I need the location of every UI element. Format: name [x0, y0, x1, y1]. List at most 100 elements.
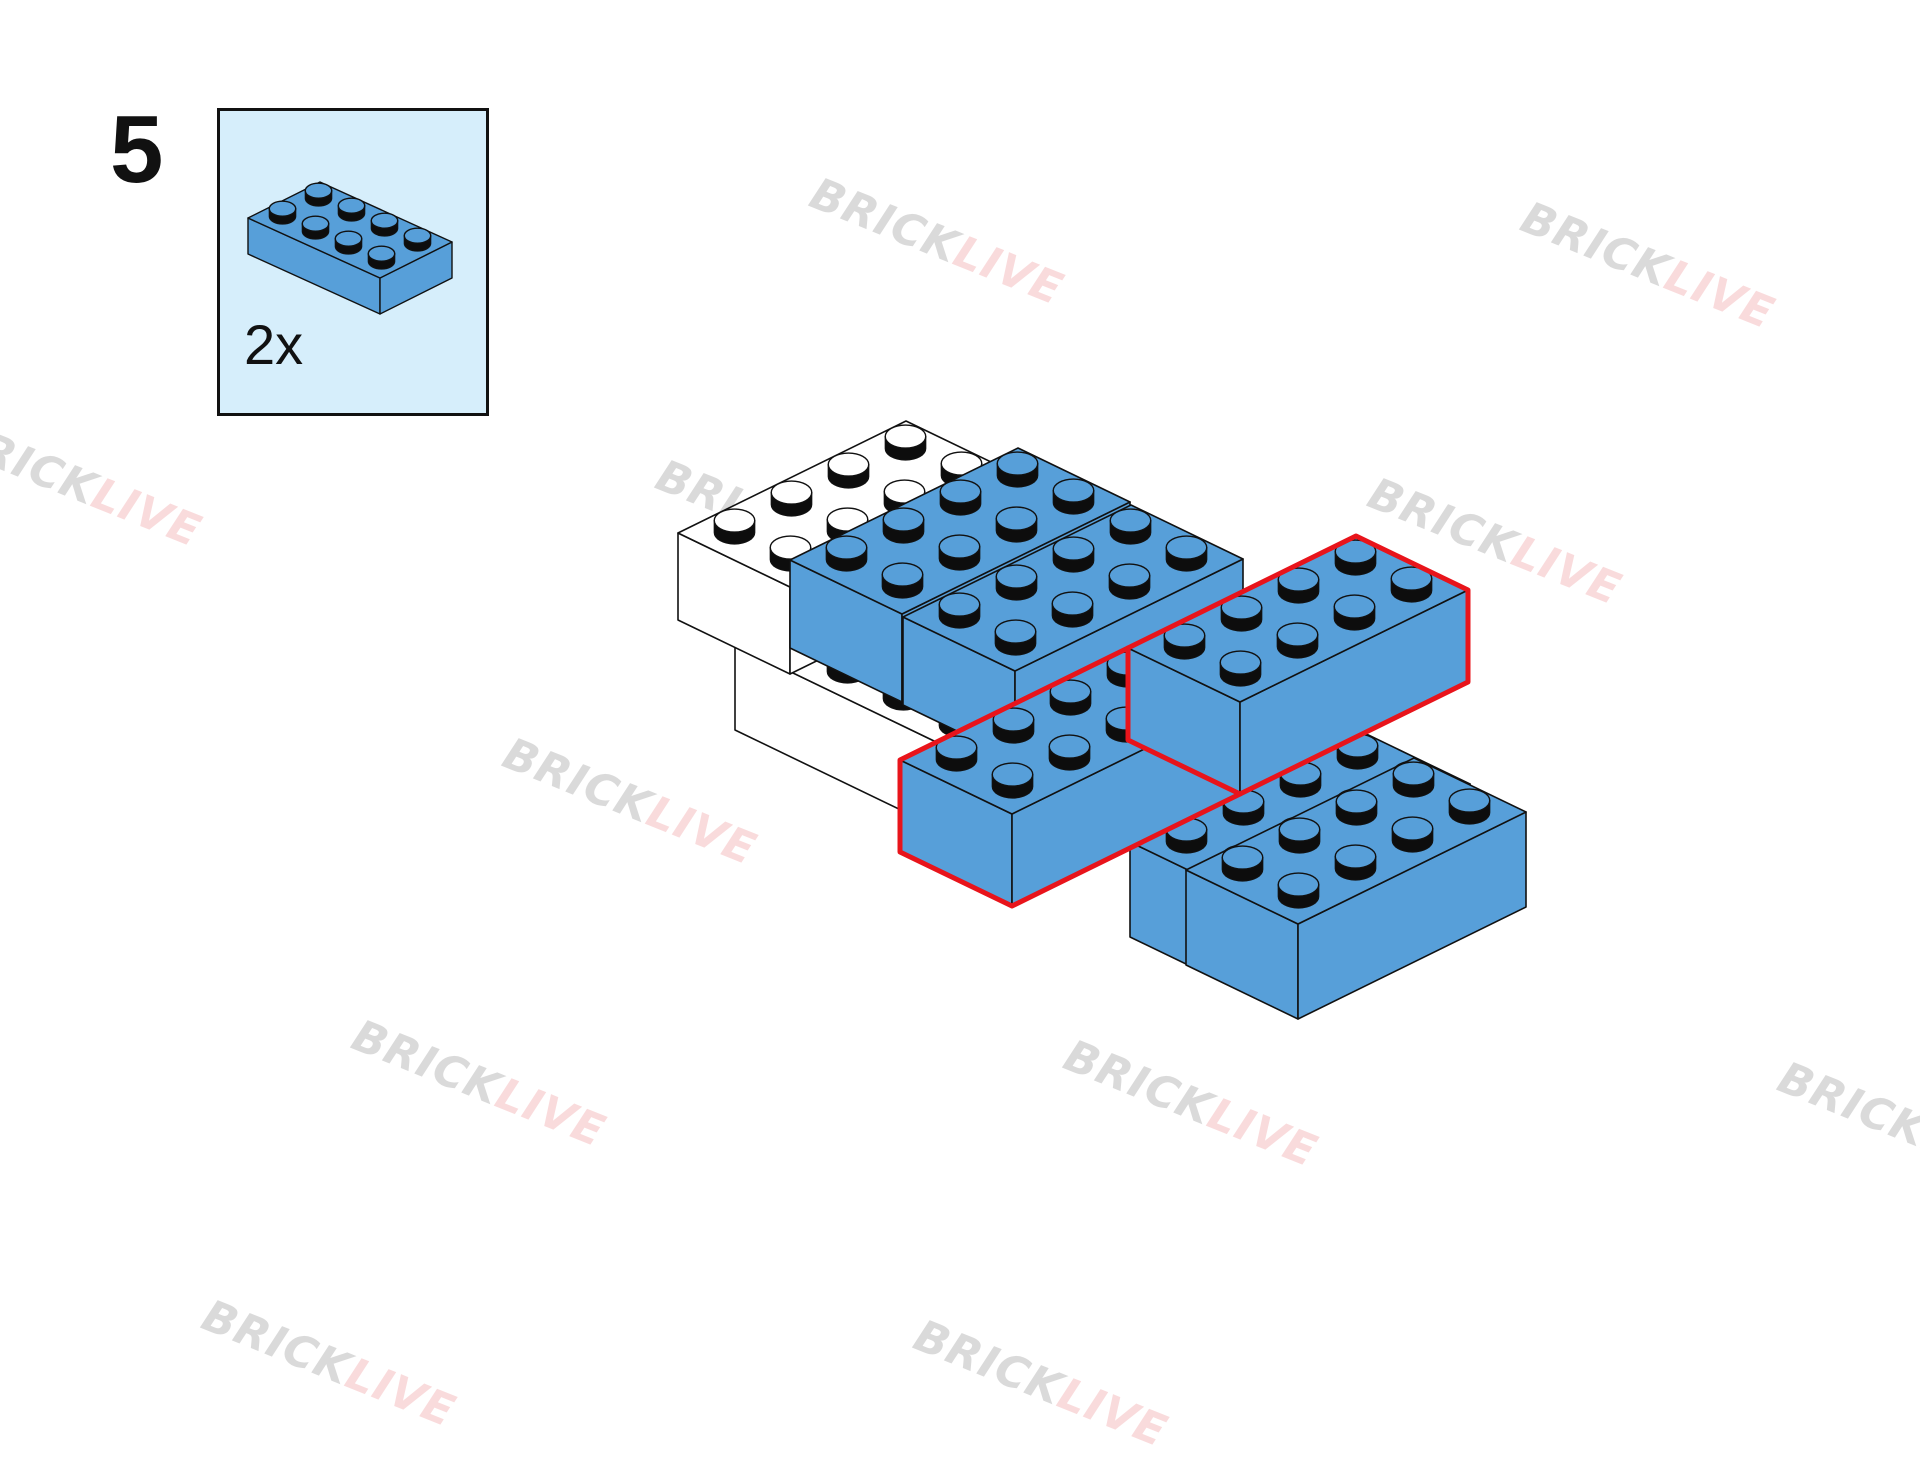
stud	[935, 735, 978, 772]
stud-top	[1052, 536, 1095, 561]
stud	[1048, 734, 1091, 771]
stud	[1051, 591, 1094, 628]
stud-top	[1277, 567, 1320, 592]
stud-top	[935, 735, 978, 760]
stud	[1052, 478, 1095, 515]
stud-top	[938, 534, 981, 559]
stud-top	[994, 619, 1037, 644]
stud-top	[1334, 539, 1377, 564]
stud	[1390, 566, 1433, 603]
stud	[268, 200, 297, 225]
stud	[827, 452, 870, 489]
stud	[1109, 508, 1152, 545]
stud	[882, 507, 925, 544]
brick-top-face	[902, 504, 1244, 672]
stud-top	[370, 212, 399, 229]
stud	[939, 479, 982, 516]
stud-top	[1052, 478, 1095, 503]
stud	[1277, 567, 1320, 604]
stud-top	[334, 230, 363, 247]
stud-top	[938, 592, 981, 617]
brick-top-face	[247, 181, 453, 279]
part-quantity: 2x	[244, 313, 304, 376]
stud	[1221, 845, 1264, 882]
brick-2x4	[247, 181, 453, 315]
stud	[334, 230, 363, 255]
stud-top	[1221, 845, 1264, 870]
stud	[1392, 761, 1435, 798]
new-brick-2	[1125, 533, 1471, 797]
stud-top	[995, 506, 1038, 531]
stud-top	[1334, 844, 1377, 869]
blue-brick-lower-right	[1185, 757, 1527, 1020]
stud	[995, 564, 1038, 601]
stud	[770, 480, 813, 517]
stud-top	[991, 762, 1034, 787]
stud-top	[337, 197, 366, 214]
stud	[1052, 536, 1095, 573]
stud	[1049, 679, 1092, 716]
stud	[1276, 622, 1319, 659]
stud-top	[1390, 566, 1433, 591]
stud	[370, 212, 399, 237]
stud-top	[268, 200, 297, 217]
stud	[996, 451, 1039, 488]
stud-top	[1048, 734, 1091, 759]
stud	[403, 227, 432, 252]
stud	[1334, 844, 1377, 881]
stud-top	[1392, 761, 1435, 786]
stud-top	[1220, 595, 1263, 620]
brick-top-face	[1185, 757, 1527, 925]
stud	[994, 619, 1037, 656]
stud-top	[1051, 591, 1094, 616]
stud-top	[992, 707, 1035, 732]
stud	[1165, 535, 1208, 572]
brick-top-face	[789, 447, 1131, 615]
stud-top	[1165, 535, 1208, 560]
stud-top	[1333, 594, 1376, 619]
stud-top	[1335, 789, 1378, 814]
stud	[304, 182, 333, 207]
stud-top	[882, 507, 925, 532]
stud	[995, 506, 1038, 543]
step-number: 5	[110, 96, 164, 203]
stud	[1108, 563, 1151, 600]
stud-top	[825, 535, 868, 560]
stud-top	[1276, 622, 1319, 647]
stud-top	[1109, 508, 1152, 533]
stud	[938, 534, 981, 571]
stud	[1219, 650, 1262, 687]
stud-top	[367, 245, 396, 262]
stud-top	[1278, 817, 1321, 842]
stud-top	[1448, 788, 1491, 813]
stud	[992, 707, 1035, 744]
stud	[1278, 817, 1321, 854]
stud-top	[996, 451, 1039, 476]
stud	[991, 762, 1034, 799]
stud	[713, 508, 756, 545]
parts-list-box: 2x	[217, 108, 489, 416]
stud-top	[1163, 623, 1206, 648]
assembly-illustration	[677, 420, 1527, 1020]
stud	[301, 215, 330, 240]
stud-top	[301, 215, 330, 232]
stud-top	[881, 562, 924, 587]
stud-top	[995, 564, 1038, 589]
stud	[881, 562, 924, 599]
stud	[367, 245, 396, 270]
stud	[938, 592, 981, 629]
stud-top	[304, 182, 333, 199]
stud	[1277, 872, 1320, 909]
stud	[1448, 788, 1491, 825]
stud-top	[1108, 563, 1151, 588]
stud	[337, 197, 366, 222]
stud-top	[1277, 872, 1320, 897]
highlight-outline	[1125, 533, 1471, 797]
stud-top	[403, 227, 432, 244]
stud-top	[1219, 650, 1262, 675]
stud	[884, 424, 927, 461]
stud	[1334, 539, 1377, 576]
stud-top	[1391, 816, 1434, 841]
stud	[1335, 789, 1378, 826]
stud	[1163, 623, 1206, 660]
